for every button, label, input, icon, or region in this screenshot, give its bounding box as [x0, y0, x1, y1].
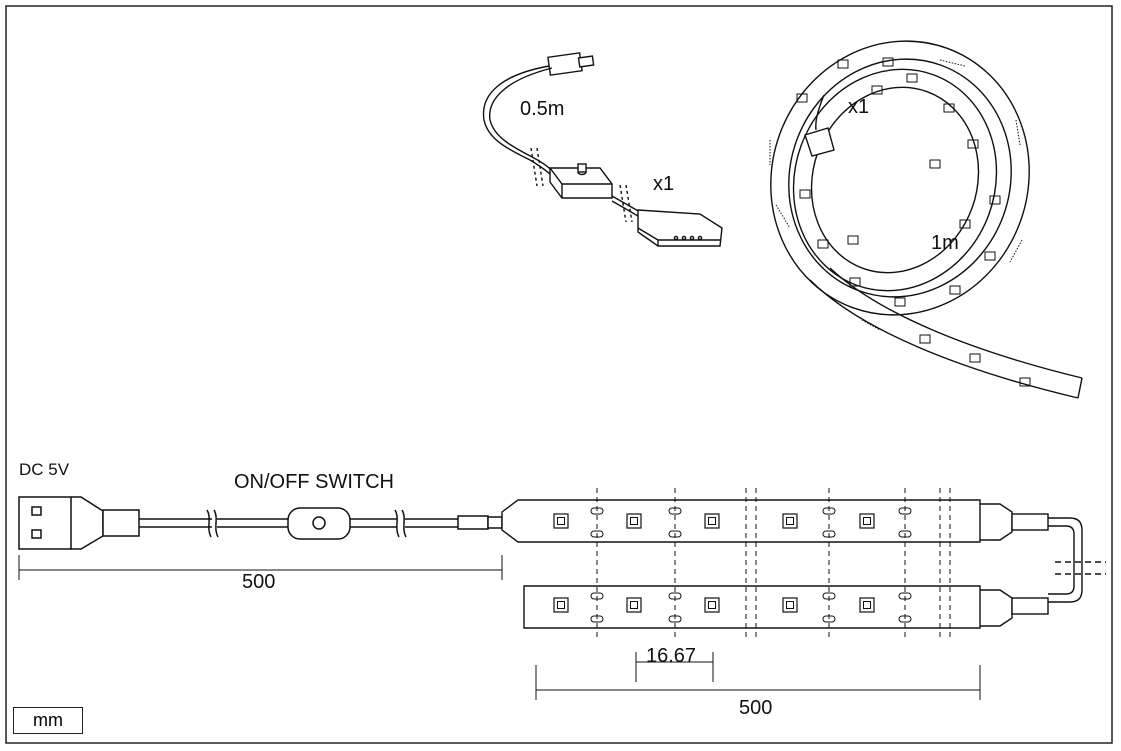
- dc-voltage-label: DC 5V: [19, 460, 70, 479]
- led-pitch-label: 16.67: [646, 645, 697, 667]
- strip-quantity-label: x1: [848, 96, 870, 118]
- frame-border: [5, 5, 1113, 744]
- switch-label: ON/OFF SWITCH: [234, 471, 394, 493]
- usb-switch-cable-schematic: [18, 496, 503, 580]
- controller-quantity-label: x1: [653, 173, 675, 195]
- strip-length-label: 1m: [931, 232, 959, 254]
- strip-dimension-label: 500: [739, 697, 773, 719]
- led-strip-schematic: [501, 488, 1106, 700]
- controller-cable-illustration: [482, 52, 723, 247]
- led-strip-coil-illustration: [769, 40, 1083, 399]
- cable-length-label: 0.5m: [520, 98, 565, 120]
- unit-box: mm: [13, 707, 83, 734]
- cable-dimension-label: 500: [242, 571, 276, 593]
